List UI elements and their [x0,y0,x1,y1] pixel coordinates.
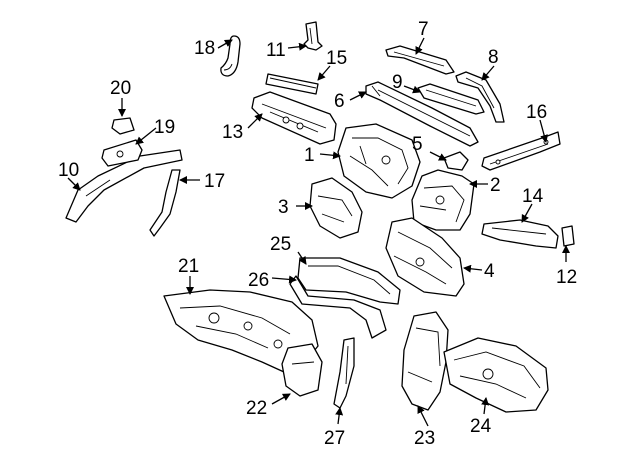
part-7-strip [385,45,455,75]
callout-8: 8 [488,47,499,68]
part-5-bracket [443,151,469,171]
part-20-connector [111,117,135,135]
callout-6: 6 [334,91,345,112]
callout-7: 7 [418,19,429,40]
callout-19: 19 [154,117,175,138]
part-17-rod [149,169,181,237]
part-12-clip [561,225,575,247]
callout-10: 10 [58,160,79,181]
callout-21: 21 [178,256,199,277]
part-27-pillar [333,337,355,409]
part-9-panel [417,83,485,115]
part-1-dash-panel [337,123,421,199]
part-23-wheel-house [401,311,449,411]
part-26-gasket [289,275,387,339]
callout-24: 24 [470,416,492,437]
callout-11: 11 [266,40,286,61]
callout-14: 14 [522,186,544,207]
part-14-side-rail [481,219,559,249]
callout-27: 27 [324,428,345,449]
part-3-block [309,177,363,239]
part-24-rear-panel [443,337,549,413]
callout-5: 5 [412,134,423,155]
part-16-rail [481,131,561,171]
callout-17: 17 [204,171,225,192]
callout-18: 18 [194,38,215,59]
callout-16: 16 [526,102,547,123]
callout-2: 2 [490,175,501,196]
part-25-tray [297,257,401,305]
callout-labels: 1 2 3 4 5 6 7 8 9 10 11 12 13 14 15 16 1… [58,19,577,449]
part-13-plenum [251,91,337,145]
callout-25: 25 [270,234,291,255]
callout-12: 12 [556,267,577,288]
callout-26: 26 [248,270,269,291]
callout-23: 23 [414,428,435,449]
callout-4: 4 [484,261,495,282]
callout-1: 1 [304,145,315,166]
callout-15: 15 [326,48,347,69]
part-22-lower-bracket [281,343,323,397]
part-4-lower-panel [385,217,465,297]
callout-13: 13 [222,122,243,143]
part-2-side-panel [411,169,475,231]
part-18-hose [220,35,241,77]
callout-22: 22 [246,398,267,419]
part-6-cowl-top [365,81,479,147]
callout-20: 20 [110,78,131,99]
callout-leaders [67,37,570,427]
part-8-trim [455,71,505,123]
callout-3: 3 [278,197,289,218]
part-11-bracket [303,21,323,51]
part-15-seal [265,73,319,95]
callout-9: 9 [392,72,403,93]
